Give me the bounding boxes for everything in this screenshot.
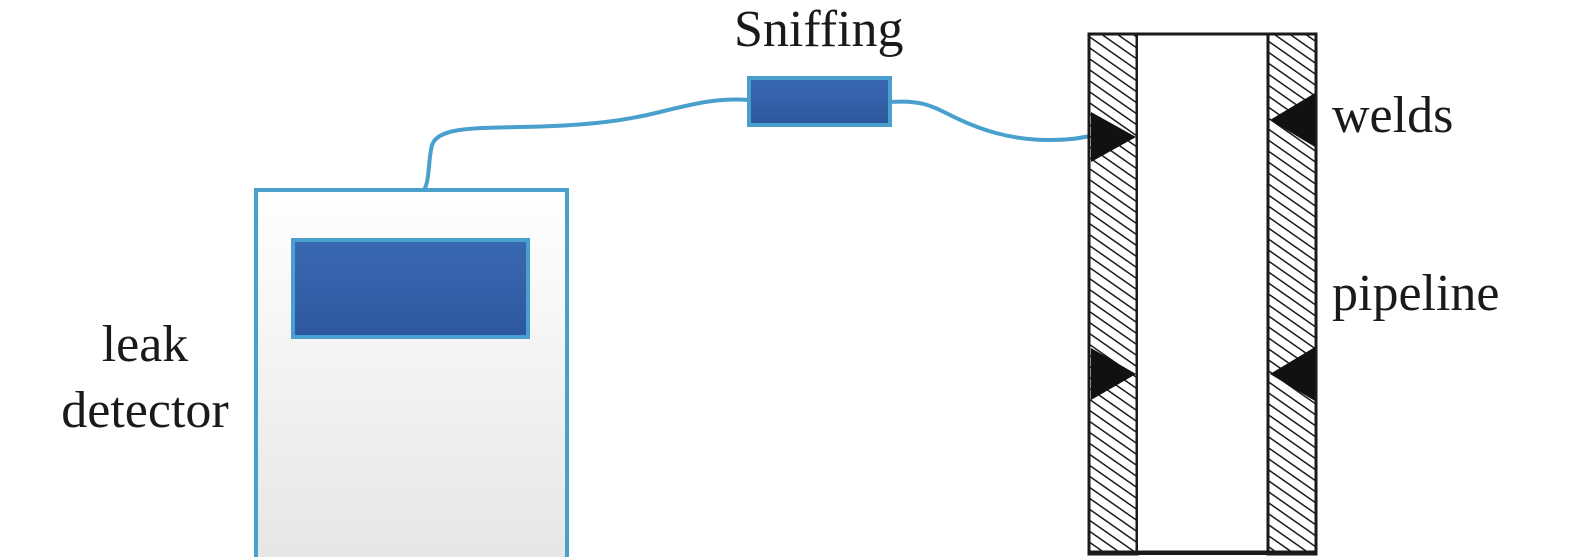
leak-detector-label-line2: detector (61, 382, 229, 439)
leak-detector-label-line1: leak (101, 316, 189, 373)
sniffing-probe (747, 76, 892, 127)
weld-lower-right (1270, 347, 1315, 401)
leak-detector-screen (291, 238, 530, 339)
leak-detector-unit (254, 188, 569, 557)
weld-lower-left (1091, 348, 1136, 400)
pipe-wall-left (1087, 32, 1139, 556)
pipe-bore (1136, 33, 1269, 555)
pipeline-label: pipeline (1332, 265, 1500, 322)
weld-upper-left (1091, 112, 1136, 162)
pipeline-cross-section (1087, 32, 1318, 556)
hose-probe-to-pipe (889, 99, 1091, 143)
sniffing-label: Sniffing (734, 1, 904, 58)
hose-detector-to-probe (422, 97, 751, 192)
weld-upper-right (1270, 93, 1315, 147)
leak-detector-label: leak detector (40, 312, 250, 444)
welds-label: welds (1332, 87, 1454, 144)
